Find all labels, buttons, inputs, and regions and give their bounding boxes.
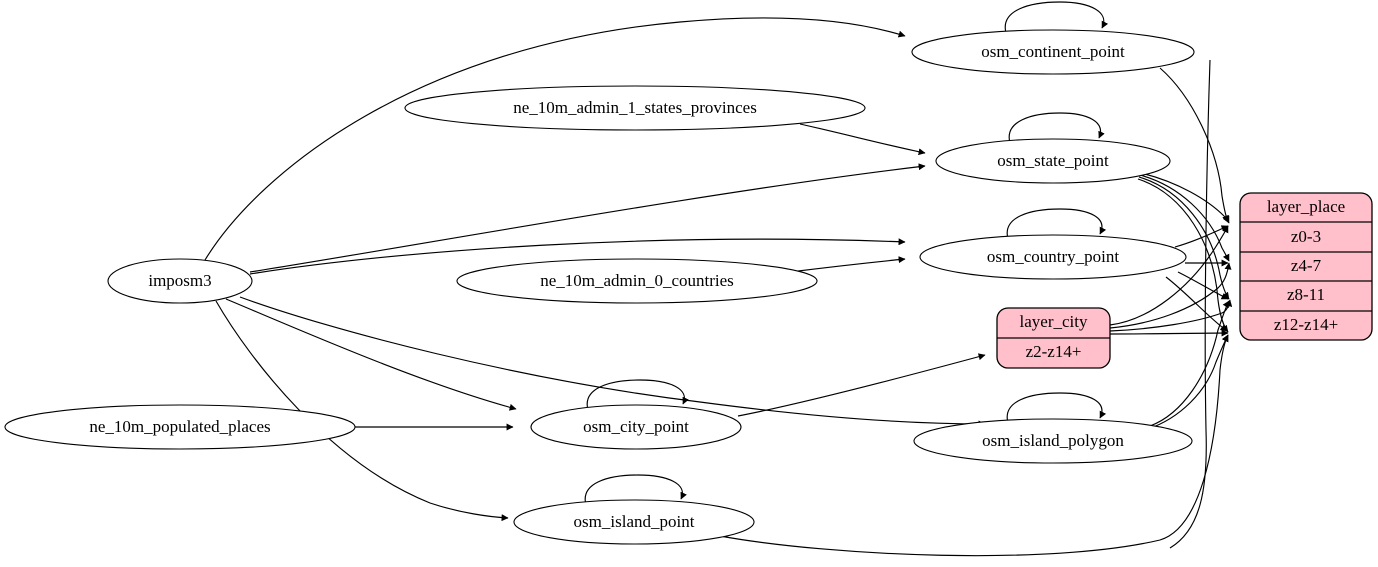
record-row-layer_city-z2-z14[interactable]: z2-z14+	[1026, 342, 1082, 361]
node-osm_island_point[interactable]: osm_island_point	[513, 499, 755, 545]
node-osm_city_point[interactable]: osm_city_point	[530, 404, 742, 450]
node-layer: imposm3 ne_10m_populated_places ne_10m_a…	[4, 29, 1195, 545]
edge-self-loop-osm_state_point	[1008, 112, 1105, 144]
edge-layer_city-to-layer_place-z8-11	[1109, 299, 1233, 332]
edge-imposm3-to-osm_state_point	[249, 163, 926, 273]
record-header-layer_place: layer_place	[1267, 197, 1345, 216]
edge-self-loop-osm_country_point	[1006, 208, 1107, 240]
edge-layer_city-to-layer_place-z0-3	[1109, 225, 1229, 326]
node-label-ne_10m_admin_0_countries: ne_10m_admin_0_countries	[540, 271, 734, 290]
edge-layer_city-to-layer_place-z4-7	[1109, 262, 1232, 329]
edge-osm_country_point-to-layer_place-z12-z14	[1165, 276, 1228, 332]
record-row-layer_place-z0-3[interactable]: z0-3	[1291, 227, 1321, 246]
node-osm_country_point[interactable]: osm_country_point	[919, 234, 1187, 280]
node-imposm3[interactable]: imposm3	[107, 258, 253, 304]
node-label-osm_city_point: osm_city_point	[583, 417, 689, 436]
edge-layer	[204, 1, 1233, 557]
edge-ne_10m_admin_0_countries-to-osm_country_point	[789, 256, 906, 273]
edge-imposm3-to-osm_island_point	[215, 300, 509, 522]
node-label-osm_island_point: osm_island_point	[574, 512, 695, 531]
record-row-layer_place-z4-7[interactable]: z4-7	[1291, 256, 1322, 275]
record-row-layer_place-z12-z14[interactable]: z12-z14+	[1274, 315, 1338, 334]
node-osm_state_point[interactable]: osm_state_point	[935, 138, 1171, 184]
edge-osm_continent_point-to-layer_place-z0-3	[1159, 67, 1229, 223]
edge-routing-spine-right	[1169, 59, 1211, 549]
node-ne_10m_admin_1_states_provinces[interactable]: ne_10m_admin_1_states_provinces	[404, 85, 866, 131]
node-label-osm_continent_point: osm_continent_point	[981, 42, 1125, 61]
edge-osm_state_point-to-layer_place-z12-z14	[1137, 178, 1229, 333]
edge-layer_city-to-layer_place-z12-z14	[1109, 329, 1229, 337]
edge-ne_10m_admin_1_states_provinces-to-osm_state_point	[799, 123, 926, 156]
record-layer: layer_city z2-z14+ layer_place z0-3 z4-7…	[996, 192, 1373, 369]
node-label-ne_10m_admin_1_states_provinces: ne_10m_admin_1_states_provinces	[513, 98, 757, 117]
edge-self-loop-osm_continent_point	[1004, 1, 1109, 34]
node-label-ne_10m_populated_places: ne_10m_populated_places	[89, 417, 270, 436]
edge-imposm3-to-osm_country_point	[249, 238, 906, 275]
edge-imposm3-to-osm_city_point	[225, 298, 517, 411]
node-ne_10m_populated_places[interactable]: ne_10m_populated_places	[4, 404, 356, 450]
edge-imposm3-to-osm_island_polygon	[239, 296, 986, 428]
record-row-layer_place-z8-11[interactable]: z8-11	[1287, 285, 1325, 304]
edge-self-loop-osm_city_point	[586, 379, 689, 411]
node-ne_10m_admin_0_countries[interactable]: ne_10m_admin_0_countries	[456, 258, 818, 304]
edge-self-loop-osm_island_point	[584, 474, 687, 506]
node-label-osm_state_point: osm_state_point	[997, 151, 1109, 170]
record-header-layer_city: layer_city	[1020, 312, 1088, 331]
record-layer_place[interactable]: layer_place z0-3 z4-7 z8-11 z12-z14+	[1239, 192, 1373, 341]
node-osm_continent_point[interactable]: osm_continent_point	[911, 29, 1195, 75]
edge-self-loop-osm_island_polygon	[1006, 392, 1107, 424]
node-label-osm_country_point: osm_country_point	[987, 247, 1119, 266]
edge-osm_country_point-to-layer_place-z8-11	[1177, 271, 1229, 300]
edge-imposm3-to-osm_continent_point	[204, 17, 906, 261]
edge-osm_city_point-to-layer_city	[737, 353, 986, 417]
edge-osm_island_polygon-to-layer_place-z12-z14	[1147, 334, 1229, 430]
edge-osm_state_point-to-layer_place-z0-3	[1140, 172, 1230, 224]
edge-osm_island_point-to-layer_place-z12-z14	[719, 334, 1229, 557]
edge-osm_island_polygon-to-layer_place-z8-11	[1149, 300, 1230, 427]
node-label-imposm3: imposm3	[148, 271, 211, 290]
record-layer_city[interactable]: layer_city z2-z14+	[996, 307, 1111, 369]
node-label-osm_island_polygon: osm_island_polygon	[982, 431, 1124, 450]
node-osm_island_polygon[interactable]: osm_island_polygon	[913, 418, 1193, 464]
edge-osm_country_point-to-layer_place-z0-3	[1174, 225, 1229, 248]
edge-osm_state_point-to-layer_place-z4-7	[1139, 174, 1230, 262]
